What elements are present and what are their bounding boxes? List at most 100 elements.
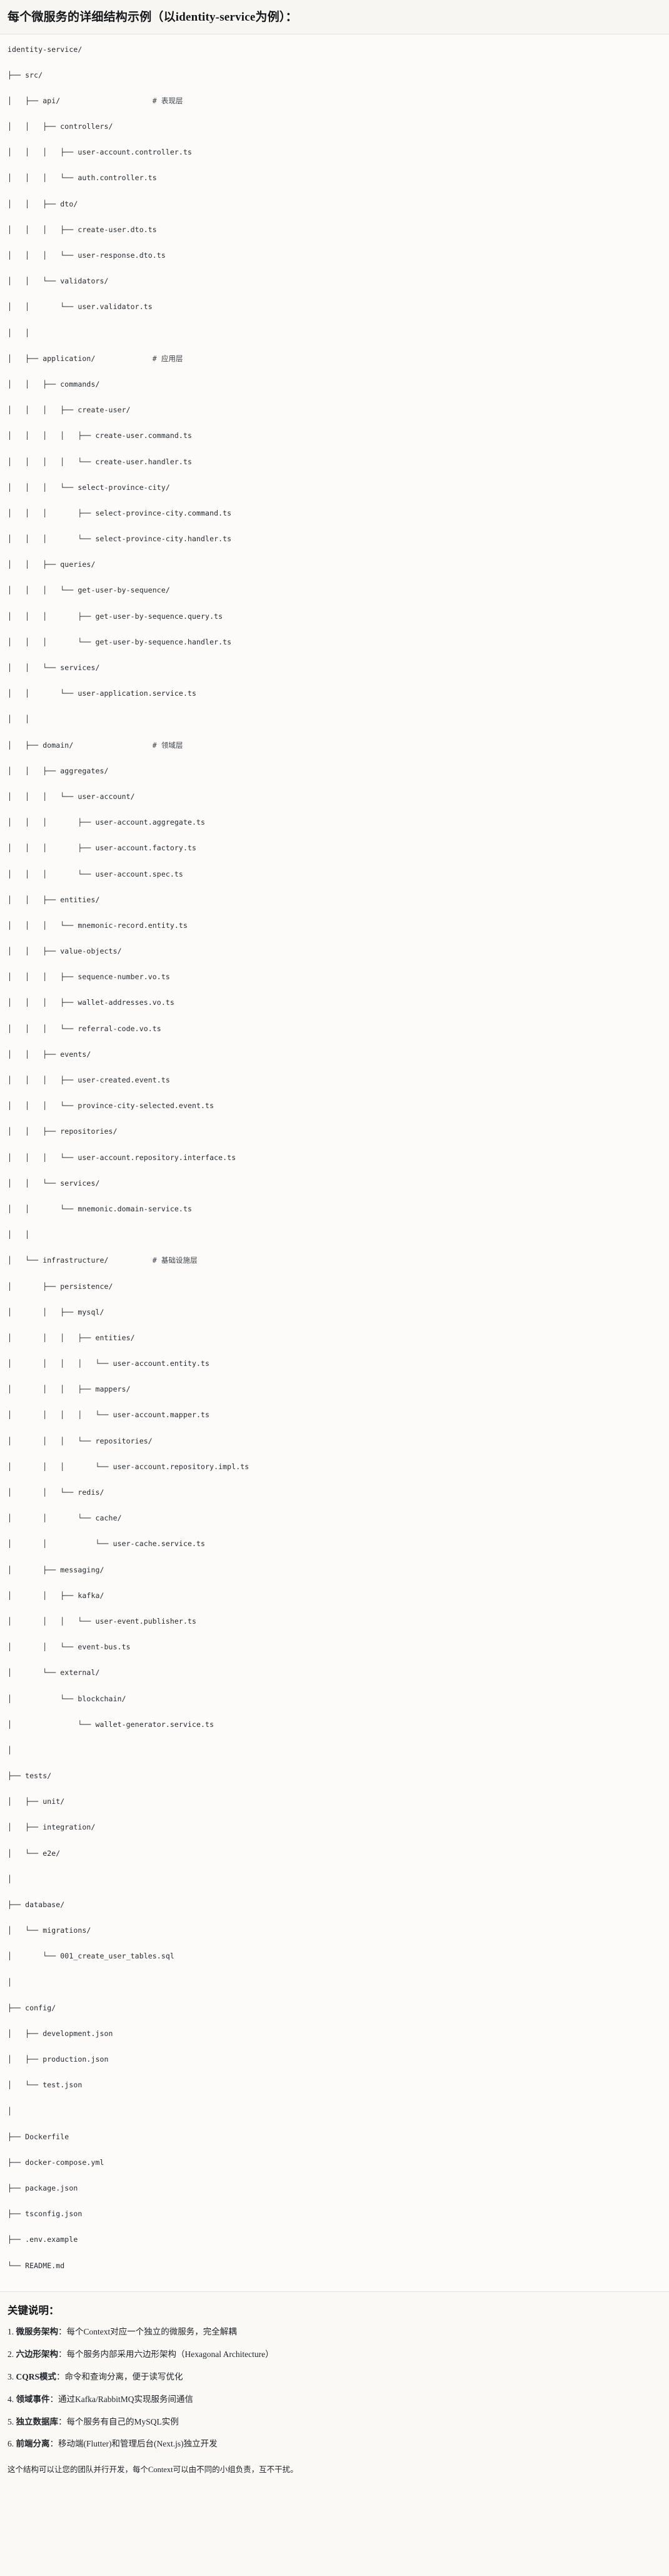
tree-line-path: │ ├── integration/ [8,1823,96,1832]
key-note-label: 微服务架构 [16,2326,59,2336]
tree-line: │ │ │ │ └── user-account.entity.ts [8,1357,661,1370]
tree-line-path: │ ├── production.json [8,2055,109,2064]
tree-line: │ │ ├── controllers/ [8,120,661,133]
tree-line-path: │ │ ├── controllers/ [8,122,113,131]
tree-line: │ │ [8,1228,661,1241]
tree-line-path: identity-service/ [8,44,83,54]
tree-line: │ │ │ ├── create-user/ [8,404,661,417]
tree-line-path: │ ├── application/ [8,354,96,363]
key-note-separator: ： [56,2371,65,2381]
tree-line: │ │ [8,713,661,726]
tree-line-path: │ │ ├── kafka/ [8,1591,104,1600]
tree-line: │ └── infrastructure/ # 基础设施层 [8,1254,661,1267]
tree-line: │ │ └── services/ [8,1177,661,1190]
tree-line: │ └── migrations/ [8,1924,661,1937]
tree-line-path: │ │ ├── dto/ [8,199,78,208]
tree-line: │ │ │ └── user-account.repository.interf… [8,1151,661,1164]
tree-line: │ ├── application/ # 应用层 [8,352,661,365]
tree-line-path: │ ├── messaging/ [8,1565,104,1574]
tree-line-path: │ │ │ │ ├── create-user.command.ts [8,431,192,440]
tree-line: │ ├── unit/ [8,1795,661,1808]
tree-line-path: │ │ └── user-application.service.ts [8,689,197,698]
key-note-text: 每个服务有自己的MySQL实例 [66,2416,179,2426]
tree-line: │ │ │ └── user-account/ [8,790,661,803]
tree-line-path: │ [8,1745,13,1754]
tree-line-path: │ ├── persistence/ [8,1281,113,1291]
tree-line-path: │ │ └── validators/ [8,277,109,286]
tree-line-path: │ │ ├── mysql/ [8,1307,104,1316]
tree-line-path: │ │ │ └── user-event.publisher.ts [8,1616,197,1626]
tree-line: │ └── 001_create_user_tables.sql [8,1950,661,1963]
tree-line-path: │ └── 001_create_user_tables.sql [8,1952,174,1961]
tree-line: │ │ │ └── user-event.publisher.ts [8,1615,661,1628]
tree-line-path: │ │ │ └── get-user-by-sequence/ [8,586,170,595]
tree-line: │ │ [8,327,661,340]
key-note-separator: ： [58,2416,67,2426]
tree-line: │ │ │ └── repositories/ [8,1435,661,1448]
key-note-label: 前端分离 [16,2439,50,2449]
tree-line: │ │ │ └── select-province-city.handler.t… [8,532,661,546]
tree-line-path: │ └── test.json [8,2080,83,2090]
tree-line: │ │ ├── dto/ [8,198,661,211]
tree-line: ├── database/ [8,1898,661,1912]
tree-line-path: │ │ └── user-cache.service.ts [8,1539,206,1549]
tree-line-path: │ │ │ ├── create-user/ [8,405,131,415]
tree-line-path: │ │ │ │ └── user-account.mapper.ts [8,1410,210,1420]
key-note-item: 6. 前端分离：移动端(Flutter)和管理后台(Next.js)独立开发 [8,2438,661,2451]
tree-line-path: │ │ └── event-bus.ts [8,1642,131,1652]
tree-line: ├── tsconfig.json [8,2207,661,2221]
tree-line: │ │ ├── queries/ [8,558,661,571]
tree-line-path: │ │ │ ├── user-account.aggregate.ts [8,818,206,827]
tree-line-path: ├── tests/ [8,1771,52,1781]
tree-line: │ │ └── user-cache.service.ts [8,1537,661,1550]
tree-line-path: ├── .env.example [8,2235,78,2244]
tree-line: ├── .env.example [8,2233,661,2246]
tree-line-path: │ │ └── user.validator.ts [8,302,153,312]
tree-line: │ [8,1873,661,1886]
tree-line-path: ├── Dockerfile [8,2132,69,2141]
tree-line: ├── config/ [8,2002,661,2015]
tree-line-path: │ ├── domain/ [8,740,74,750]
tree-line: │ │ └── user-application.service.ts [8,687,661,700]
tree-line-path: │ └── migrations/ [8,1926,91,1935]
tree-line-path: │ └── wallet-generator.service.ts [8,1719,214,1729]
page-title: 每个微服务的详细结构示例（以identity-service为例）： [8,11,298,24]
tree-line-path: │ │ └── cache/ [8,1514,122,1523]
tree-line: │ │ │ └── user-response.dto.ts [8,249,661,262]
tree-line-path: │ │ │ ├── user-account.factory.ts [8,843,197,853]
tree-line-path: │ │ │ ├── sequence-number.vo.ts [8,972,170,982]
key-note-text: 通过Kafka/RabbitMQ实现服务间通信 [58,2394,193,2404]
directory-tree-block: identity-service/ ├── src/ │ ├── api/ # … [0,34,669,2292]
tree-line-path: │ [8,2106,13,2115]
tree-line: │ │ └── validators/ [8,275,661,288]
tree-line-path: │ │ │ └── get-user-by-sequence.handler.t… [8,637,232,646]
tree-line: │ ├── messaging/ [8,1564,661,1577]
tree-line: │ │ ├── repositories/ [8,1125,661,1138]
tree-line-comment: # 领域层 [152,740,183,750]
document-page: 每个微服务的详细结构示例（以identity-service为例）： ident… [0,11,669,2488]
key-note-number: 2. [8,2349,14,2359]
tree-line-path: │ │ ├── queries/ [8,560,96,569]
key-note-text: 移动端(Flutter)和管理后台(Next.js)独立开发 [58,2439,218,2449]
tree-line: │ │ │ │ └── create-user.handler.ts [8,456,661,469]
tree-line-path: │ │ │ │ └── create-user.handler.ts [8,457,192,466]
tree-line-path: │ │ │ ├── mappers/ [8,1385,131,1394]
tree-line-path: │ │ [8,715,30,724]
key-note-text: 每个Context对应一个独立的微服务，完全解耦 [66,2326,237,2336]
key-note-label: CQRS模式 [16,2371,57,2381]
tree-line: ├── docker-compose.yml [8,2156,661,2169]
tree-line-path: │ │ │ ├── get-user-by-sequence.query.ts [8,611,223,621]
tree-line: │ │ │ │ └── user-account.mapper.ts [8,1408,661,1422]
tree-line: │ │ │ └── referral-code.vo.ts [8,1022,661,1036]
key-note-item: 4. 领域事件：通过Kafka/RabbitMQ实现服务间通信 [8,2393,661,2406]
tree-line: │ │ │ └── get-user-by-sequence/ [8,584,661,597]
tree-line: │ │ ├── mysql/ [8,1306,661,1319]
tree-line: │ ├── integration/ [8,1821,661,1834]
tree-line: │ │ │ │ ├── create-user.command.ts [8,429,661,442]
tree-line: │ │ │ └── province-city-selected.event.t… [8,1099,661,1112]
tree-line: │ ├── development.json [8,2027,661,2040]
tree-line-path: │ ├── development.json [8,2029,113,2038]
key-note-label: 独立数据库 [16,2416,59,2426]
tree-line-path: │ │ ├── repositories/ [8,1127,118,1136]
